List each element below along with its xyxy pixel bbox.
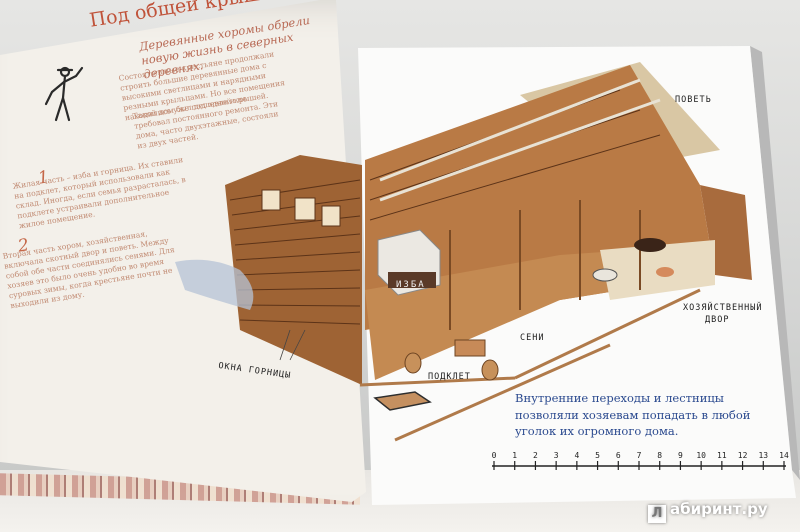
leader-lines <box>279 329 306 361</box>
labirint-logo-icon: Л <box>648 505 666 523</box>
barrel-1 <box>404 352 422 374</box>
crate <box>454 339 486 357</box>
scale-tick-label: 7 <box>637 451 642 460</box>
sheep <box>592 268 618 282</box>
barrel-2 <box>481 359 499 381</box>
peasant-figure-icon <box>44 66 84 122</box>
beams <box>379 78 661 202</box>
scale-tick-label: 8 <box>657 451 662 460</box>
scale-tick-label: 13 <box>758 451 768 460</box>
scale-tick-label: 14 <box>779 451 789 460</box>
sledge <box>373 391 432 411</box>
label-povet: ПОВЕТЬ <box>675 95 712 105</box>
izba-label-board <box>388 272 436 288</box>
scale-tick-label: 2 <box>533 451 538 460</box>
snow-patch <box>175 259 254 310</box>
scale-tick-label: 0 <box>492 451 497 460</box>
label-dvor-line2: ДВОР <box>705 315 730 325</box>
label-dvor-line1: ХОЗЯЙСТВЕННЫЙ <box>683 303 763 313</box>
label-izba: ИЗБА <box>396 280 426 290</box>
window-1 <box>261 189 281 211</box>
label-podklet: ПОДКЛЕТ <box>428 372 471 382</box>
scale-tick-label: 9 <box>678 451 683 460</box>
scale-tick-label: 1 <box>512 451 517 460</box>
illustration-caption: Внутренние переходы и лестницы позволяли… <box>515 391 751 438</box>
scale-tick-label: 6 <box>616 451 621 460</box>
scale-tick-label: 3 <box>554 451 559 460</box>
window-2 <box>294 197 316 221</box>
pig <box>656 267 674 277</box>
label-seni: СЕНИ <box>520 333 545 343</box>
scale-tick-label: 11 <box>717 451 727 460</box>
watermark-text: абиринт.ру <box>670 500 768 518</box>
scale-tick-label: 12 <box>738 451 748 460</box>
scale-tick-label: 10 <box>696 451 706 460</box>
cow <box>634 238 666 252</box>
izba-gable-wall <box>225 155 362 385</box>
scale-tick-label: 4 <box>574 451 579 460</box>
scale-tick-label: 5 <box>595 451 600 460</box>
window-3 <box>321 205 341 227</box>
